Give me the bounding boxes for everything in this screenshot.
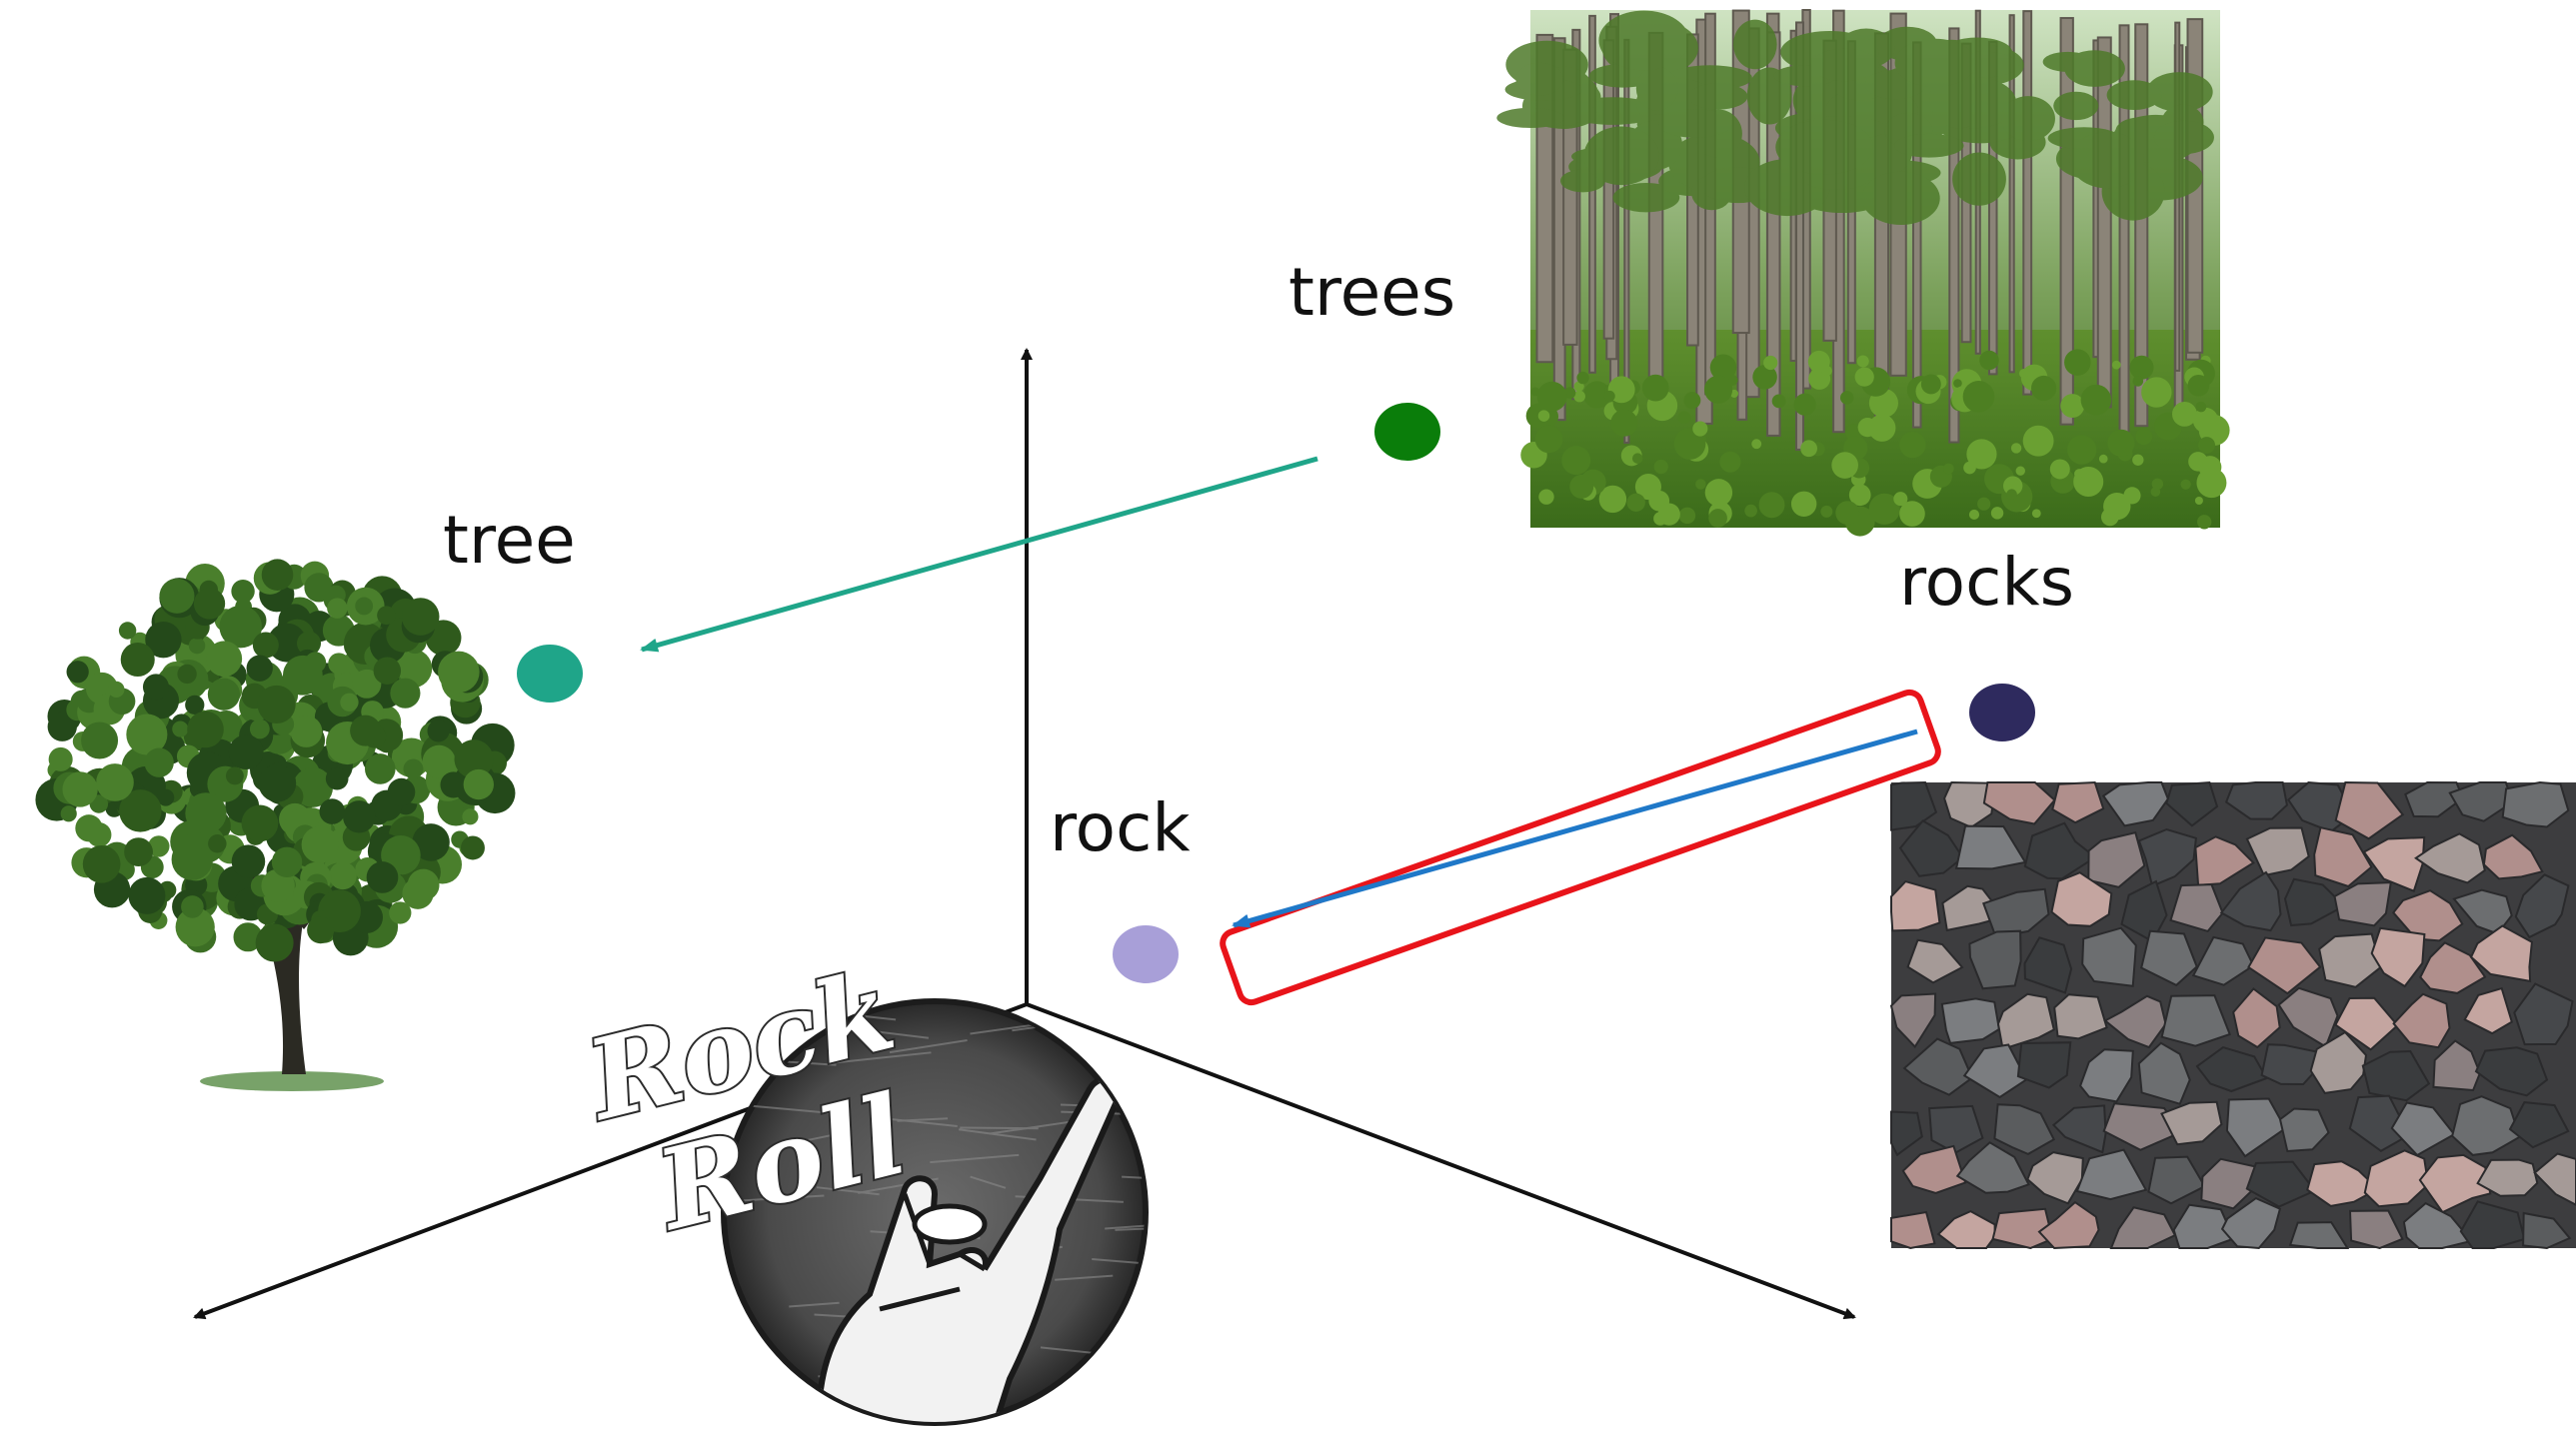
x-axis-right [1026,1002,1856,1320]
label-tree: tree [443,502,576,579]
point-trees [1374,403,1440,461]
label-rock: rock [1050,789,1191,866]
rock-n-roll-logo: Rock Roll [571,943,1149,1426]
oak-tree-image [35,559,516,1091]
point-rocks [1969,684,2035,741]
label-trees: trees [1288,254,1455,331]
forest-image [1496,9,2230,537]
label-rocks: rocks [1899,544,2074,621]
highlight-box [1220,689,1941,1006]
point-rock [1113,925,1179,983]
rocks-to-rock-arrow [1232,728,1918,928]
point-tree [517,645,583,703]
trees-to-tree-arrow [640,456,1318,653]
rocks-image [1889,780,2576,1250]
